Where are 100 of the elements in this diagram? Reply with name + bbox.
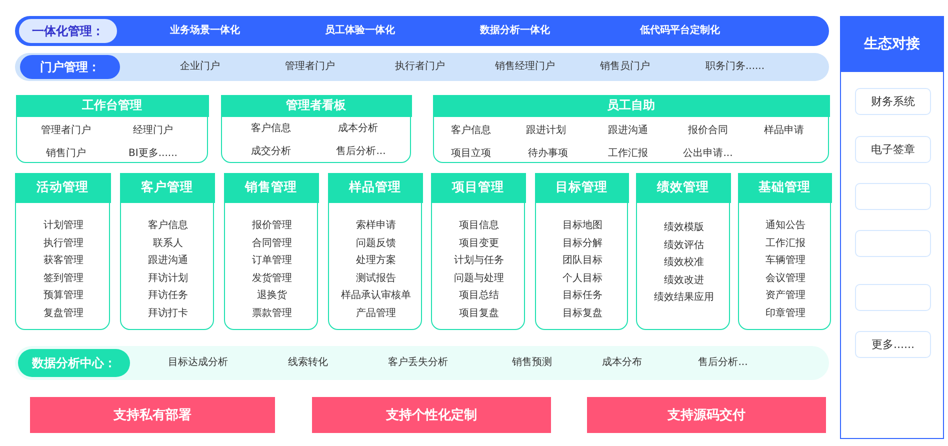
list-item: 项目立项 (451, 148, 491, 160)
feature-banner: 支持源码交付 (587, 397, 826, 433)
module-card (120, 173, 214, 330)
panel-header: 生态对接 (840, 16, 944, 72)
list-item: 目标任务 (562, 290, 602, 302)
card-header: 活动管理 (14, 172, 110, 202)
label-pill: 门户管理： (20, 55, 120, 79)
list-item: BI更多...... (128, 148, 178, 160)
card-header: 绩效管理 (636, 172, 730, 202)
list-item: 目标分解 (562, 238, 602, 250)
module-card (431, 173, 525, 330)
list-item: 执行管理 (44, 238, 84, 250)
list-item: 订单管理 (252, 255, 292, 267)
list-item: 客户信息 (148, 220, 188, 232)
list-item: 问题与处理 (454, 272, 504, 284)
menu-item: 低代码平台定制化 (640, 25, 720, 37)
menu-item: 企业门户 (180, 61, 220, 73)
list-item: 报价合同 (688, 125, 728, 137)
list-item: 拜访计划 (148, 272, 188, 284)
list-item: 联系人 (153, 238, 183, 250)
list-item: 工作汇报 (766, 238, 806, 250)
list-item: 待办事项 (528, 148, 568, 160)
list-item: 目标地图 (562, 220, 602, 232)
card-header: 客户管理 (120, 172, 214, 202)
list-item: 票款管理 (252, 308, 292, 320)
list-item: 管理者门户 (41, 125, 91, 137)
menu-item: 售后分析... (698, 357, 748, 369)
menu-item: 管理者门户 (285, 61, 335, 73)
card-header: 员工自助 (432, 94, 830, 116)
menu-item: 销售经理门户 (495, 61, 555, 73)
feature-banner: 支持私有部署 (30, 397, 275, 433)
list-item: 跟进沟通 (608, 125, 648, 137)
list-item: 通知公告 (766, 220, 806, 232)
feature-card (16, 95, 208, 163)
list-item: 资产管理 (766, 290, 806, 302)
list-item: 绩效结果应用 (654, 292, 714, 304)
feature-card (221, 95, 411, 163)
list-item: 绩效模版 (664, 222, 704, 234)
list-item: 车辆管理 (766, 255, 806, 267)
list-item: 合同管理 (252, 238, 292, 250)
card-header: 基础管理 (738, 172, 832, 202)
side-panel (840, 16, 944, 439)
list-item: 退换货 (257, 290, 287, 302)
list-item: 绩效改进 (664, 274, 704, 286)
list-item: 复盘管理 (44, 308, 84, 320)
menu-item: 成本分布 (602, 357, 642, 369)
list-item: 公出申请... (683, 148, 733, 160)
list-item: 销售门户 (46, 148, 86, 160)
list-item: 报价管理 (252, 220, 292, 232)
integration-box (855, 230, 931, 257)
list-item: 签到管理 (44, 272, 84, 284)
list-item: 测试报告 (356, 272, 396, 284)
module-card (328, 173, 422, 330)
feature-card (433, 95, 829, 163)
menu-item: 销售员门户 (600, 61, 650, 73)
module-card (636, 173, 730, 330)
list-item: 拜访任务 (148, 290, 188, 302)
list-item: 绩效评估 (664, 240, 704, 252)
menu-band (15, 16, 829, 46)
module-card (738, 173, 831, 330)
card-header: 销售管理 (224, 172, 318, 202)
list-item: 索样申请 (356, 220, 396, 232)
list-item: 项目信息 (459, 220, 499, 232)
card-header: 项目管理 (430, 172, 526, 202)
list-item: 目标复盘 (562, 308, 602, 320)
list-item: 预算管理 (44, 290, 84, 302)
module-card (224, 173, 318, 330)
menu-item: 数据分析一体化 (480, 25, 550, 37)
list-item: 个人目标 (562, 272, 602, 284)
card-header: 管理者看板 (220, 94, 412, 116)
list-item: 成本分析 (338, 123, 378, 135)
list-item: 项目总结 (459, 290, 499, 302)
menu-item: 执行者门户 (395, 61, 445, 73)
integration-box: 财务系统 (855, 88, 931, 115)
feature-banner: 支持个性化定制 (312, 397, 551, 433)
list-item: 经理门户 (133, 125, 173, 137)
list-item: 会议管理 (766, 272, 806, 284)
card-header: 目标管理 (534, 172, 628, 202)
label-pill: 一体化管理： (19, 19, 117, 43)
list-item: 客户信息 (251, 123, 291, 135)
list-item: 成交分析 (251, 146, 291, 158)
module-card (535, 173, 628, 330)
menu-item: 销售预测 (512, 357, 552, 369)
menu-item: 员工体验一体化 (325, 25, 395, 37)
list-item: 团队目标 (562, 255, 602, 267)
menu-item: 业务场景一体化 (170, 25, 240, 37)
integration-box: 电子签章 (855, 136, 931, 163)
list-item: 样品申请 (764, 125, 804, 137)
integration-box (855, 284, 931, 311)
list-item: 客户信息 (451, 125, 491, 137)
menu-item: 客户丢失分析 (388, 357, 448, 369)
list-item: 工作汇报 (608, 148, 648, 160)
integration-box (855, 183, 931, 210)
list-item: 产品管理 (356, 308, 396, 320)
integration-box: 更多...... (855, 331, 931, 358)
menu-item: 目标达成分析 (168, 357, 228, 369)
list-item: 问题反馈 (356, 238, 396, 250)
list-item: 处理方案 (356, 255, 396, 267)
list-item: 获客管理 (44, 255, 84, 267)
list-item: 拜访打卡 (148, 308, 188, 320)
